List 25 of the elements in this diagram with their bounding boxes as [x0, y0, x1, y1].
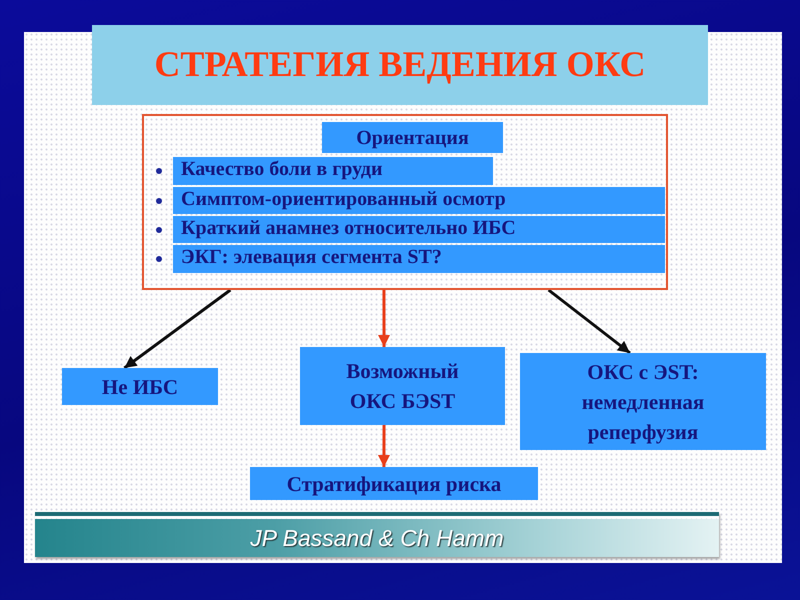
outline-frame: [142, 114, 668, 290]
box-text: ОКС с ЭST: немедленная реперфузия: [580, 358, 706, 446]
author-credit: JP Bassand & Ch Hamm: [250, 524, 504, 552]
process-box: [62, 368, 218, 405]
box-text: Не ИБС: [102, 374, 178, 400]
process-box: [520, 353, 766, 450]
list-item-box: [173, 245, 665, 273]
item-text: Качество боли в груди: [181, 157, 383, 181]
process-box: [300, 347, 505, 425]
arrow: [378, 425, 390, 467]
item-text: Симптом-ориентированный осмотр: [181, 187, 506, 211]
item-text: Краткий анамнез относительно ИБС: [181, 216, 516, 240]
item-text: ЭКГ: элевация сегмента ST?: [181, 245, 442, 269]
list-item-box: [173, 216, 665, 243]
list-item-box: [173, 157, 493, 185]
heading-box: [322, 122, 503, 153]
arrow: [378, 290, 390, 347]
arrow: [548, 288, 631, 354]
process-box: [250, 467, 538, 500]
heading-text: Ориентация: [356, 126, 469, 150]
box-text: Возможный ОКС БЭST: [345, 358, 460, 415]
box-text: Стратификация риска: [286, 470, 502, 498]
list-item-box: [173, 187, 665, 214]
arrow: [124, 288, 232, 370]
title: СТРАТЕГИЯ ВЕДЕНИЯ ОКС: [154, 45, 646, 85]
